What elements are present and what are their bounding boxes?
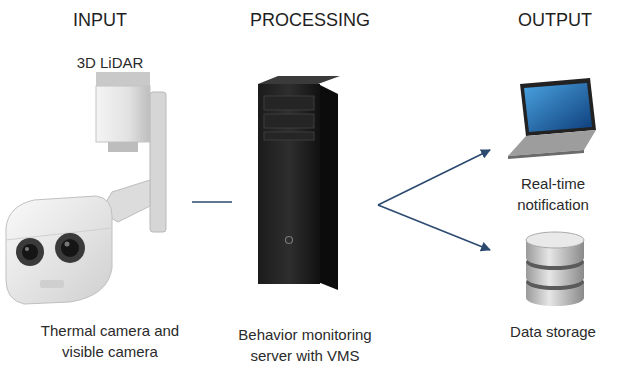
- laptop-illustration: [508, 78, 596, 159]
- text-slot: Real-time notification: [490, 173, 616, 215]
- caption: Data storage: [510, 321, 596, 342]
- caption: Real-time notification: [498, 173, 608, 215]
- flow-arrow: [378, 205, 490, 250]
- text-slot: Data storage: [490, 321, 616, 342]
- notification-group: Real-time notification: [490, 75, 616, 215]
- link-line: [192, 201, 232, 203]
- column-heading: OUTPUT: [518, 9, 592, 31]
- server-group: Behavior monitoring server with VMS: [232, 80, 378, 365]
- storage-illustration: [526, 232, 584, 306]
- caption: Thermal camera and visible camera: [35, 320, 185, 362]
- camera-illustration: [6, 72, 166, 304]
- column-heading: INPUT: [73, 9, 127, 31]
- server-illustration: [258, 76, 340, 290]
- camera-group: 3D LiDAR Thermal camera and visible camer…: [28, 52, 192, 365]
- flow-arrow: [378, 150, 490, 205]
- sensor-label: 3D LiDAR: [77, 52, 144, 73]
- text-slot: 3D LiDAR: [28, 52, 192, 73]
- storage-group: Data storage: [490, 225, 616, 365]
- caption: Behavior monitoring server with VMS: [235, 324, 375, 366]
- text-slot: Behavior monitoring server with VMS: [232, 324, 378, 366]
- column-heading: PROCESSING: [250, 9, 370, 31]
- text-slot: Thermal camera and visible camera: [28, 320, 192, 362]
